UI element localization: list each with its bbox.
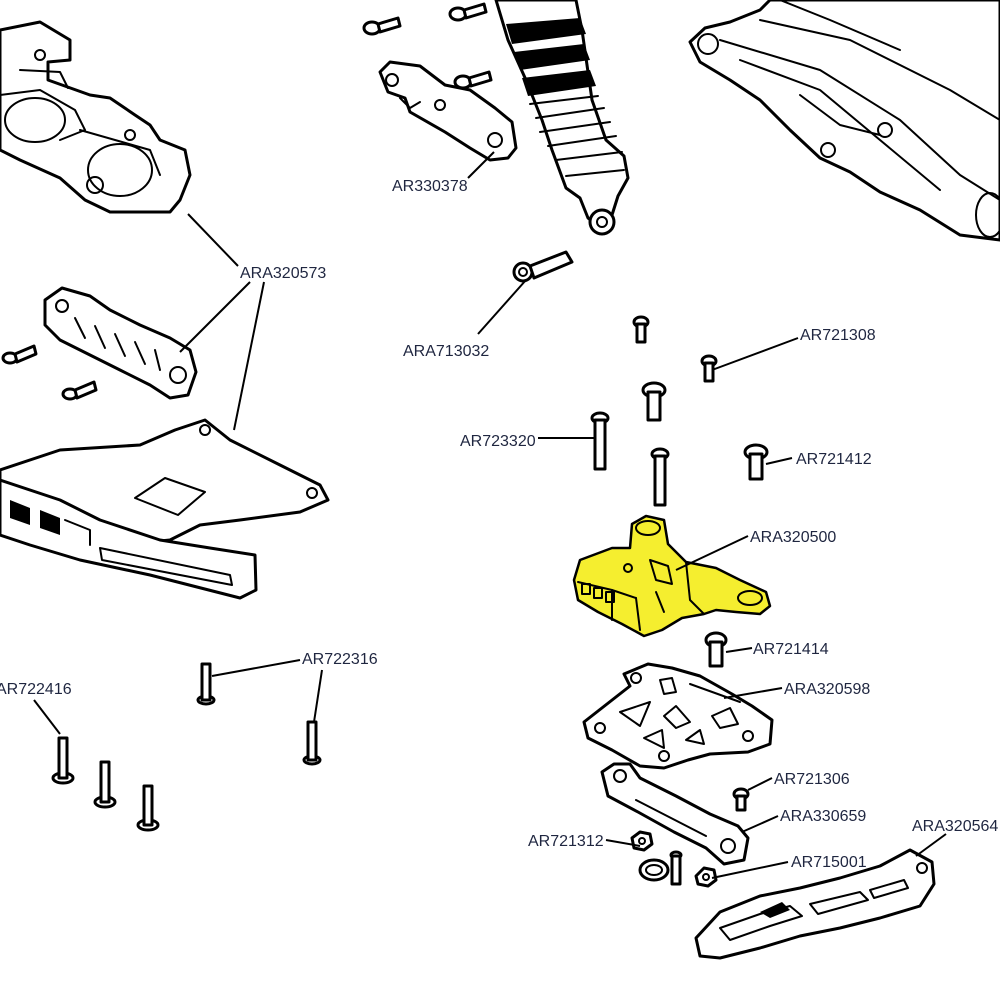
leader-ar721412 [765, 457, 793, 465]
label-ar715001: AR715001 [791, 854, 867, 871]
label-ar330378: AR330378 [392, 178, 468, 195]
pin-ar721312 [669, 850, 683, 886]
leader-ara320573-b [179, 281, 251, 353]
pin-left-5 [136, 784, 160, 832]
screw-top-3 [453, 70, 493, 90]
screw-stack-2 [700, 354, 718, 383]
screw-stack-5 [743, 443, 769, 481]
washer-ar721312 [638, 858, 670, 882]
screw-left-1 [1, 344, 38, 365]
screw-stack-6 [650, 447, 670, 507]
part-front-bulkhead [0, 20, 192, 214]
leader-ara320573-c [233, 281, 265, 431]
label-ara320564: ARA320564 [912, 818, 998, 835]
screw-ar721306 [732, 787, 750, 812]
screw-stack-3 [641, 381, 667, 422]
leader-ar715001 [711, 861, 789, 879]
leader-ar722416 [33, 699, 61, 735]
leader-ar330378 [467, 151, 495, 179]
screw-stack-1 [632, 315, 650, 344]
part-brace-bar [43, 286, 198, 400]
label-ar721308: AR721308 [800, 327, 876, 344]
leader-ara320564 [915, 833, 947, 857]
part-suspension-arm [688, 0, 1000, 242]
label-ara330659: ARA330659 [780, 808, 866, 825]
screw-ar721414 [704, 631, 728, 668]
label-ar722416: AR722416 [0, 681, 72, 698]
label-ar721414: AR721414 [753, 641, 829, 658]
nut-ar721312 [630, 830, 654, 852]
leader-ar721306 [747, 777, 773, 791]
screw-left-2 [61, 380, 98, 401]
pin-left-1 [196, 662, 216, 706]
leader-ara330659 [741, 815, 779, 833]
pin-left-3 [51, 736, 75, 785]
screw-stack-4 [590, 411, 610, 471]
screw-top-2 [448, 2, 488, 22]
part-labels: AR330378 ARA320573 ARA713032 AR721308 AR… [0, 178, 998, 871]
screw-top-1 [362, 16, 402, 36]
leader-ar721312 [605, 839, 641, 847]
part-chassis-brace [694, 848, 936, 960]
label-ar723320: AR723320 [460, 433, 536, 450]
leader-ara320573-a [187, 213, 239, 267]
part-front-bumper [0, 478, 258, 600]
label-ara320598: ARA320598 [784, 681, 870, 698]
label-ar722316: AR722316 [302, 651, 378, 668]
leader-ar722316-b [313, 669, 323, 723]
part-ara320500-highlighted [572, 514, 772, 638]
label-ara320500: ARA320500 [750, 529, 836, 546]
nut-ar715001 [694, 866, 718, 888]
label-ar721312: AR721312 [528, 833, 604, 850]
label-ara713032: ARA713032 [403, 343, 489, 360]
leader-ara320598 [723, 687, 783, 699]
label-ara320573: ARA320573 [240, 265, 326, 282]
part-hinge-brace [378, 60, 518, 162]
leader-ara713032 [477, 279, 527, 335]
part-mount-plate [582, 662, 774, 770]
label-ar721412: AR721412 [796, 451, 872, 468]
leader-ar722316-a [211, 659, 301, 677]
part-long-bolt [512, 250, 574, 283]
part-shock-absorber [494, 0, 630, 236]
part-hinge-block [600, 762, 750, 866]
pin-left-2 [302, 720, 322, 766]
leader-ar721414 [725, 647, 753, 653]
leader-lines [33, 151, 947, 879]
label-ar721306: AR721306 [774, 771, 850, 788]
leader-ara320500 [675, 535, 749, 571]
pin-left-4 [93, 760, 117, 809]
leader-ar721308 [711, 337, 799, 371]
